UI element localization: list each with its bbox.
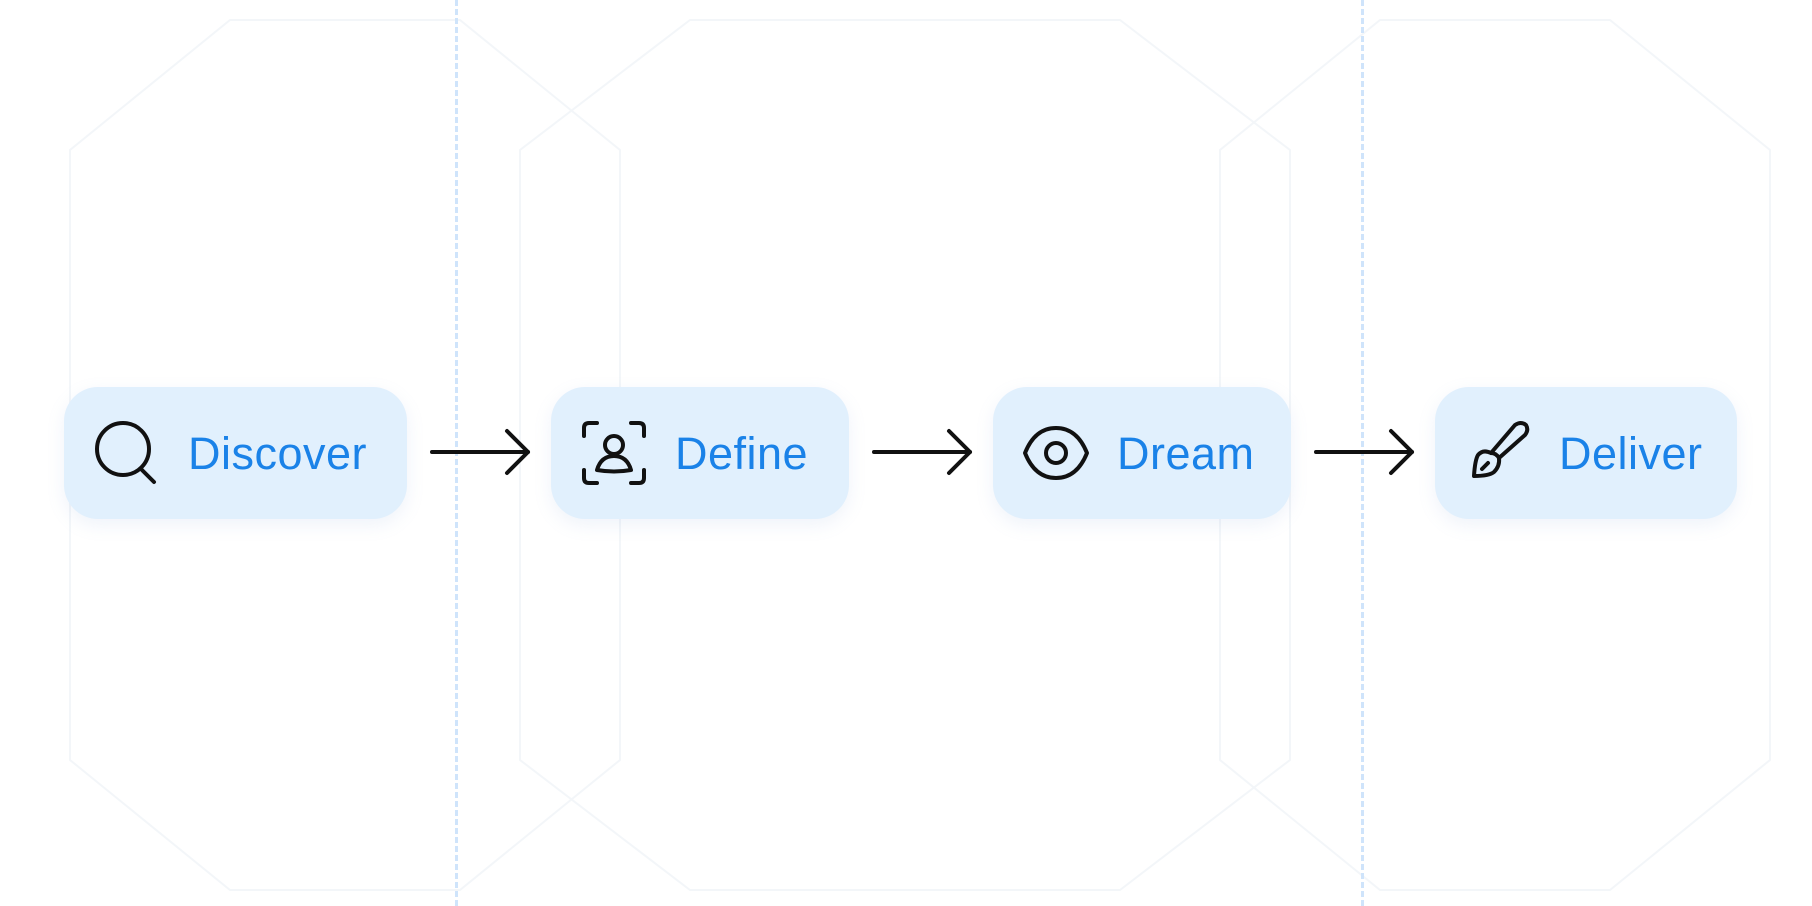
paintbrush-icon xyxy=(1465,420,1531,486)
step-deliver: Deliver xyxy=(1435,387,1737,519)
step-label-deliver: Deliver xyxy=(1559,427,1703,479)
step-label-define: Define xyxy=(675,427,809,479)
step-label-dream: Dream xyxy=(1117,427,1255,479)
arrow-dream-to-deliver xyxy=(1314,428,1418,478)
eye-icon xyxy=(1023,420,1089,486)
step-define: Define xyxy=(551,387,849,519)
search-icon xyxy=(94,420,160,486)
person-focus-icon xyxy=(581,420,647,486)
step-discover: Discover xyxy=(64,387,407,519)
step-dream: Dream xyxy=(993,387,1291,519)
step-label-discover: Discover xyxy=(188,427,368,479)
arrow-define-to-dream xyxy=(872,428,976,478)
arrow-discover-to-define xyxy=(430,428,534,478)
